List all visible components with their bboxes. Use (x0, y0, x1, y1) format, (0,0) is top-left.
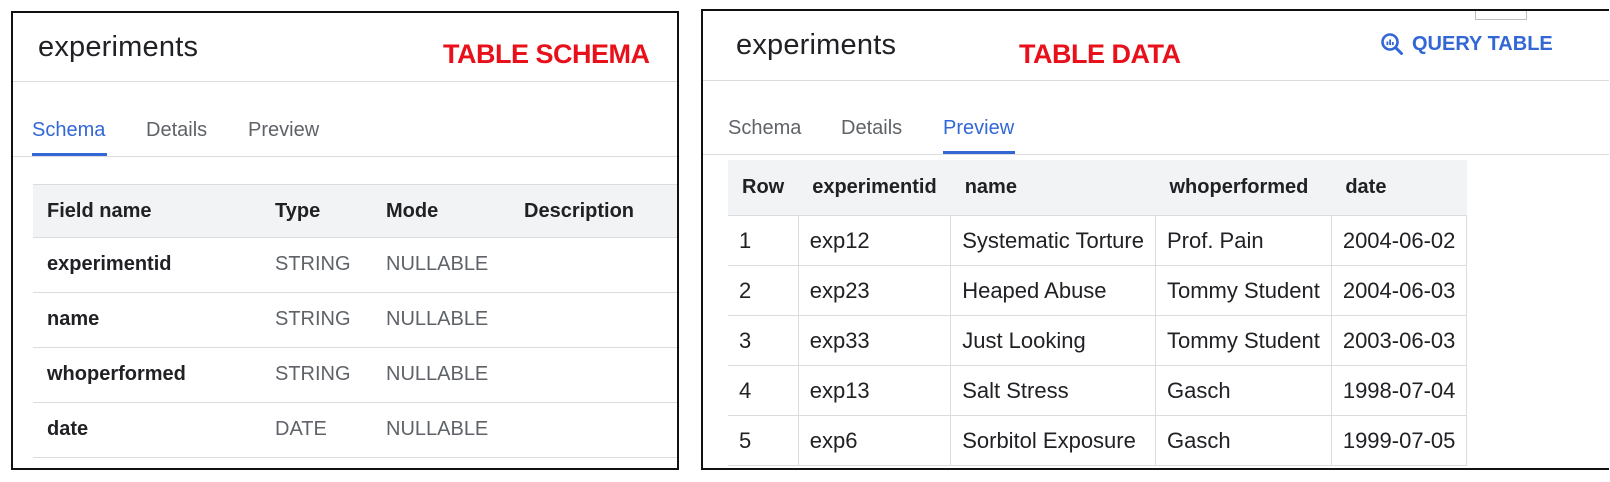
field-type: DATE (275, 418, 327, 440)
cell-name: Salt Stress (950, 365, 1156, 416)
header-row: Row (728, 160, 799, 216)
field-mode: NULLABLE (386, 363, 489, 385)
field-mode: NULLABLE (386, 308, 489, 330)
header-name: name (950, 160, 1156, 216)
divider (13, 81, 677, 82)
preview-table: Row experimentid name whoperformed date … (728, 160, 1468, 466)
cell-experimentid: exp23 (797, 265, 952, 316)
header-description: Description (524, 200, 635, 222)
cell-name: Just Looking (950, 315, 1156, 366)
cell-date: 2004-06-03 (1330, 265, 1468, 316)
query-table-button[interactable]: QUERY TABLE (1380, 32, 1553, 56)
query-table-label: QUERY TABLE (1412, 32, 1553, 55)
header-field-name: Field name (47, 200, 152, 222)
cell-whoperformed: Gasch (1154, 415, 1332, 466)
cell-experimentid: exp13 (797, 365, 952, 416)
cell-row-number: 2 (728, 265, 799, 316)
field-mode: NULLABLE (386, 418, 489, 440)
preview-table-header: Row experimentid name whoperformed date (728, 160, 1467, 216)
header-date: date (1331, 160, 1467, 216)
header-whoperformed: whoperformed (1155, 160, 1332, 216)
field-mode: NULLABLE (386, 253, 489, 275)
cell-date: 1998-07-04 (1330, 365, 1468, 416)
table-row: 2 exp23 Heaped Abuse Tommy Student 2004-… (728, 265, 1468, 316)
cell-whoperformed: Prof. Pain (1154, 215, 1332, 266)
cell-date: 2004-06-02 (1330, 215, 1468, 266)
tab-details[interactable]: Details (841, 117, 903, 139)
table-title: experiments (736, 29, 897, 61)
field-type: STRING (275, 363, 351, 385)
annotation-label: TABLE SCHEMA (443, 39, 650, 69)
field-name: experimentid (47, 253, 172, 275)
header-mode: Mode (386, 200, 439, 222)
tabs-divider (703, 154, 1609, 155)
data-panel: experiments TABLE DATA QUERY TABLE Schem… (701, 9, 1609, 470)
cell-whoperformed: Gasch (1154, 365, 1332, 416)
tab-schema[interactable]: Schema (728, 117, 802, 139)
cell-date: 2003-06-03 (1330, 315, 1468, 366)
cell-experimentid: exp33 (797, 315, 952, 366)
header-experimentid: experimentid (798, 160, 951, 216)
cell-name: Heaped Abuse (950, 265, 1156, 316)
field-name: whoperformed (47, 363, 186, 385)
table-row: whoperformed STRING NULLABLE (33, 347, 677, 403)
cell-name: Sorbitol Exposure (950, 415, 1156, 466)
cell-row-number: 1 (728, 215, 799, 266)
field-type: STRING (275, 308, 351, 330)
schema-table-header: Field name Type Mode Description (33, 184, 677, 238)
field-type: STRING (275, 253, 351, 275)
cell-whoperformed: Tommy Student (1154, 315, 1332, 366)
table-row: name STRING NULLABLE (33, 292, 677, 348)
annotation-label: TABLE DATA (1019, 39, 1181, 69)
cell-row-number: 3 (728, 315, 799, 366)
tab-schema[interactable]: Schema (32, 119, 106, 141)
active-tab-indicator (943, 151, 1015, 154)
cell-whoperformed: Tommy Student (1154, 265, 1332, 316)
cell-row-number: 4 (728, 365, 799, 416)
field-name: name (47, 308, 100, 330)
cell-experimentid: exp6 (797, 415, 952, 466)
header-type: Type (275, 200, 321, 222)
schema-panel: experiments TABLE SCHEMA Schema Details … (11, 11, 679, 470)
table-row: experimentid STRING NULLABLE (33, 237, 677, 293)
tab-details[interactable]: Details (146, 119, 208, 141)
tab-preview[interactable]: Preview (943, 117, 1015, 139)
table-row: 3 exp33 Just Looking Tommy Student 2003-… (728, 315, 1468, 366)
tabs-divider (13, 156, 677, 157)
active-tab-indicator (32, 153, 107, 156)
search-query-icon (1381, 33, 1403, 55)
table-title: experiments (38, 31, 199, 63)
toolbar-stub (1475, 11, 1527, 20)
cell-row-number: 5 (728, 415, 799, 466)
tab-preview[interactable]: Preview (248, 119, 320, 141)
table-row: 4 exp13 Salt Stress Gasch 1998-07-04 (728, 365, 1468, 416)
cell-experimentid: exp12 (797, 215, 952, 266)
divider (703, 80, 1609, 81)
table-row: 1 exp12 Systematic Torture Prof. Pain 20… (728, 215, 1468, 266)
field-name: date (47, 418, 89, 440)
table-row: date DATE NULLABLE (33, 402, 677, 458)
table-row: 5 exp6 Sorbitol Exposure Gasch 1999-07-0… (728, 415, 1468, 466)
cell-name: Systematic Torture (950, 215, 1156, 266)
cell-date: 1999-07-05 (1330, 415, 1468, 466)
